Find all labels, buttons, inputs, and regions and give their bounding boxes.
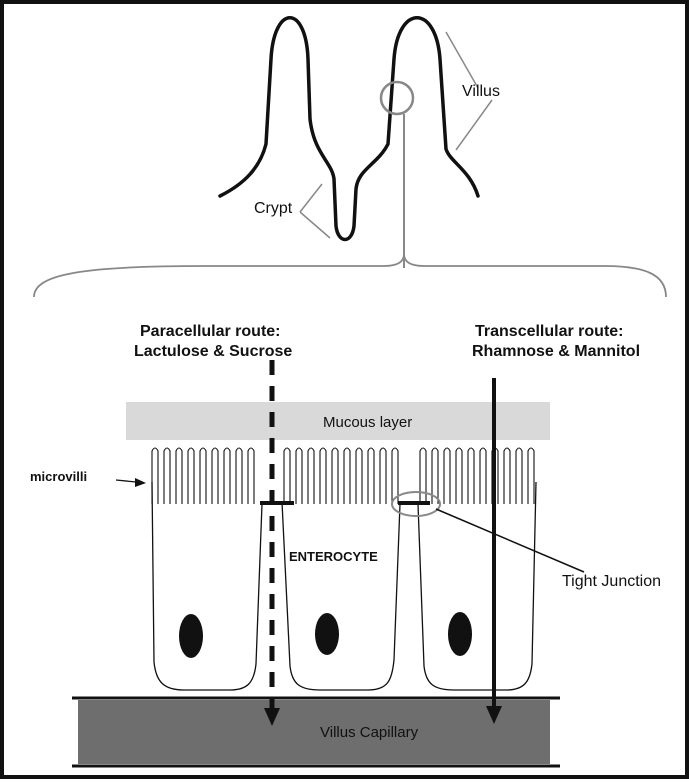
transcellular-route-title: Transcellular route: <box>475 322 624 342</box>
villus-capillary-label: Villus Capillary <box>320 724 418 741</box>
microvillus <box>164 448 170 504</box>
villus-label: Villus <box>462 83 500 101</box>
microvilli-arrow-head <box>135 478 146 487</box>
enterocyte-label: ENTEROCYTE <box>289 549 378 564</box>
zoom-brace <box>34 254 666 297</box>
microvillus <box>176 448 182 504</box>
villus-capillary-band <box>78 700 550 764</box>
microvillus <box>356 448 362 504</box>
villus-callout-line-top <box>446 32 478 88</box>
microvillus <box>152 448 158 504</box>
tight-junction-label: Tight Junction <box>562 573 661 591</box>
enterocyte-cell-left <box>152 482 262 690</box>
paracellular-route-title: Paracellular route: <box>140 322 281 342</box>
microvillus <box>236 448 242 504</box>
nucleus-middle <box>315 613 339 655</box>
enterocyte-cell-middle <box>282 502 400 690</box>
microvillus <box>224 448 230 504</box>
microvillus <box>480 448 486 504</box>
microvillus <box>368 448 374 504</box>
microvillus <box>344 448 350 504</box>
microvillus <box>420 448 426 504</box>
intestinal-permeability-diagram <box>4 4 689 783</box>
microvillus <box>296 448 302 504</box>
microvillus <box>456 448 462 504</box>
transcellular-route-sugars: Rhamnose & Mannitol <box>472 342 640 362</box>
microvillus <box>468 448 474 504</box>
microvillus <box>528 448 534 504</box>
crypt-label: Crypt <box>254 200 292 218</box>
microvilli-label: microvilli <box>30 469 87 484</box>
crypt-callout-line-top <box>300 184 322 212</box>
microvillus <box>504 448 510 504</box>
nucleus-right <box>448 612 472 656</box>
microvillus <box>320 448 326 504</box>
microvillus <box>200 448 206 504</box>
microvillus <box>516 448 522 504</box>
microvillus <box>444 448 450 504</box>
microvilli-arrow-line <box>116 480 136 482</box>
microvilli-group <box>152 448 536 504</box>
tight-junction-callout-line <box>436 509 584 572</box>
villus-callout-line-bottom <box>456 100 492 150</box>
enterocyte-cell-right <box>418 482 536 690</box>
paracellular-route-sugars: Lactulose & Sucrose <box>134 342 292 362</box>
mucous-layer-label: Mucous layer <box>323 414 412 431</box>
crypt-callout-line-bottom <box>300 212 330 238</box>
microvillus <box>188 448 194 504</box>
microvillus <box>332 448 338 504</box>
microvillus <box>284 448 290 504</box>
magnifier-circle <box>381 82 413 114</box>
microvillus <box>248 448 254 504</box>
microvillus <box>380 448 386 504</box>
microvillus <box>212 448 218 504</box>
microvillus <box>308 448 314 504</box>
nucleus-left <box>179 614 203 658</box>
